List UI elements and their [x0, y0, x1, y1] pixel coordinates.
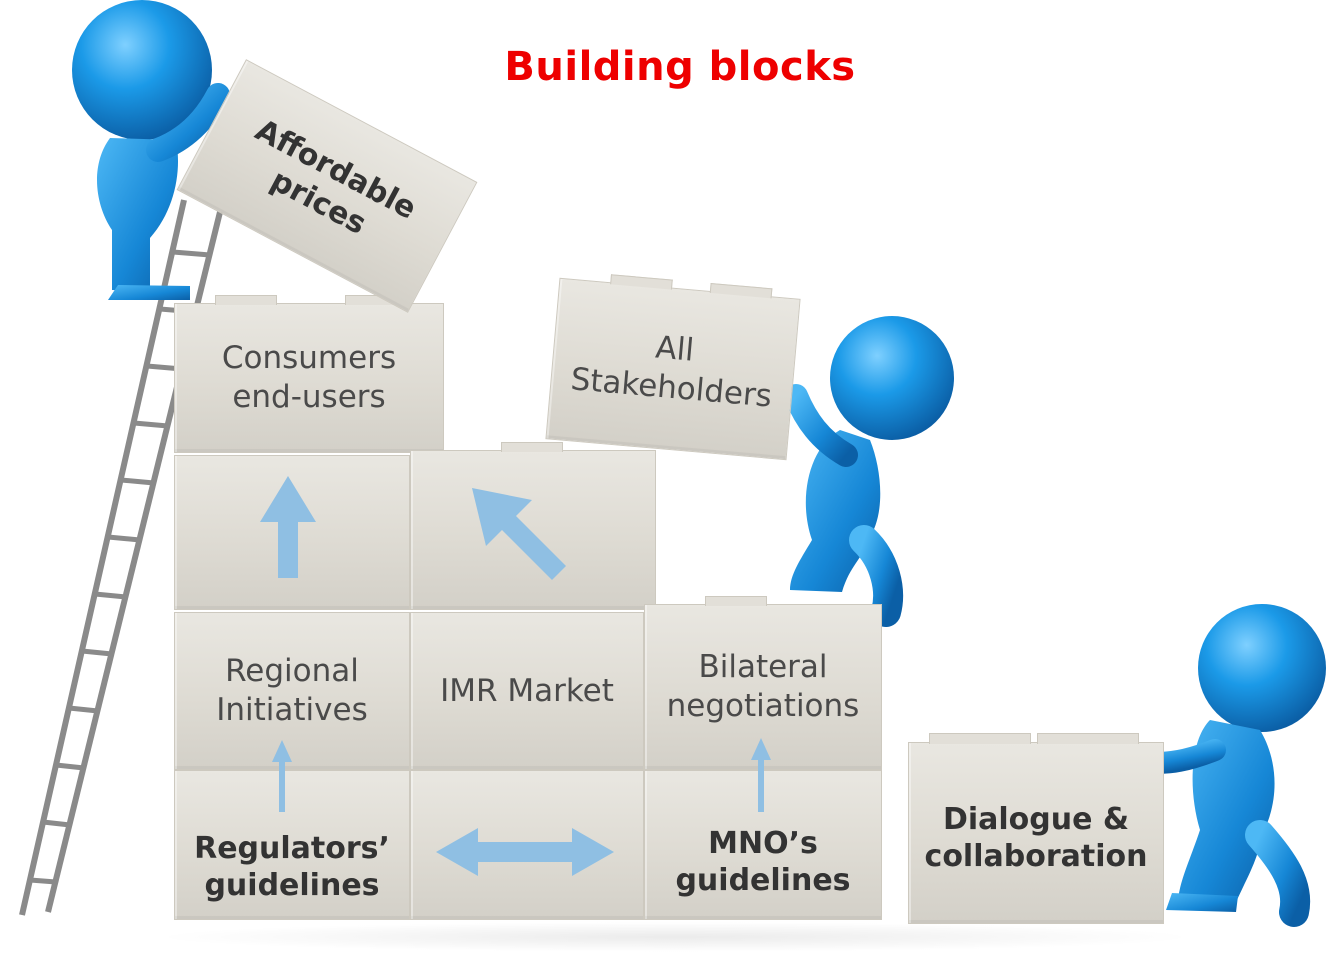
- block-imr-market: IMR Market: [410, 612, 644, 770]
- block-bilateral-line2: negotiations: [666, 688, 860, 724]
- block-consumers-line2: end-users: [232, 379, 386, 415]
- block-consumers-line1: Consumers: [221, 340, 397, 377]
- block-imr-market-label: IMR Market: [440, 672, 614, 709]
- block-regulators-line1: Regulators’: [194, 830, 390, 866]
- block-all-stakeholders: All Stakeholders: [545, 274, 801, 461]
- block-consumers: Consumers end-users: [174, 295, 444, 453]
- floor-shadow: [150, 922, 1200, 952]
- person-figure-ladder-icon: [72, 0, 230, 300]
- block-mno-line2: guidelines: [675, 863, 851, 898]
- person-figure-pushing-icon: [1137, 604, 1326, 927]
- block-regulators-line2: guidelines: [204, 868, 380, 903]
- block-bilateral: Bilateral negotiations: [644, 596, 882, 770]
- block-all-stakeholders-line2: Stakeholders: [569, 361, 774, 415]
- block-empty-bottom-middle: [410, 770, 644, 920]
- block-all-stakeholders-line1: All: [654, 329, 696, 369]
- person-figure-climbing-icon: [784, 316, 954, 627]
- block-empty-middle: [410, 442, 656, 610]
- block-dialogue-line1: Dialogue &: [942, 801, 1130, 837]
- block-regional-line1: Regional: [225, 653, 359, 690]
- block-regional: Regional Initiatives: [174, 612, 410, 770]
- block-empty-left: [174, 455, 410, 610]
- block-regulators: Regulators’ guidelines: [174, 770, 410, 920]
- block-dialogue: Dialogue & collaboration: [908, 733, 1164, 924]
- diagram-title: Building blocks: [504, 44, 856, 90]
- block-bilateral-line1: Bilateral: [698, 649, 828, 686]
- block-regional-line2: Initiatives: [216, 692, 368, 728]
- block-mno: MNO’s guidelines: [644, 770, 882, 920]
- block-mno-line1: MNO’s: [708, 825, 818, 861]
- block-dialogue-line2: collaboration: [924, 839, 1148, 874]
